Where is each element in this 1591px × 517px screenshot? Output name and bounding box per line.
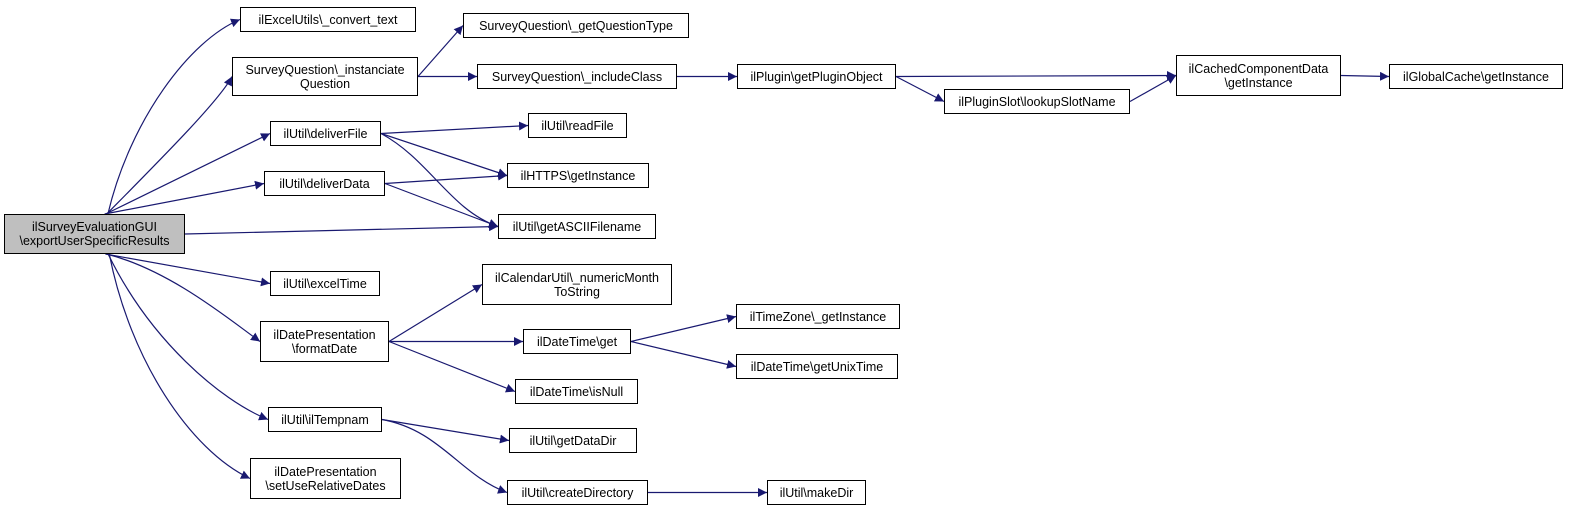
edge-formatdate-to-calutil: [388, 283, 483, 343]
node-deliverfile[interactable]: ilUtil\deliverFile: [270, 121, 381, 146]
node-exceltime[interactable]: ilUtil\excelTime: [270, 271, 380, 296]
edge-tempnam-to-createdir: [381, 418, 508, 494]
node-dt-get[interactable]: ilDateTime\get: [523, 329, 631, 354]
node-makedir[interactable]: ilUtil\makeDir: [767, 480, 866, 505]
edge-root-to-sq-instanciate: [106, 76, 233, 215]
edge-pluginslot-to-cached-getinst: [1129, 74, 1177, 103]
node-sq-instanciate[interactable]: SurveyQuestion\_instanciate Question: [232, 57, 418, 96]
edge-root-to-relative: [108, 253, 251, 480]
node-calutil[interactable]: ilCalendarUtil\_numericMonth ToString: [482, 264, 672, 305]
edge-root-to-deliverfile: [105, 132, 271, 215]
node-relative[interactable]: ilDatePresentation \setUseRelativeDates: [250, 458, 401, 499]
node-tempnam[interactable]: ilUtil\ilTempnam: [268, 407, 382, 432]
node-root[interactable]: ilSurveyEvaluationGUI \exportUserSpecifi…: [4, 214, 185, 254]
node-cached-getinst[interactable]: ilCachedComponentData \getInstance: [1176, 55, 1341, 96]
node-deliverdata[interactable]: ilUtil\deliverData: [264, 171, 385, 196]
edge-deliverdata-to-https: [384, 171, 508, 185]
node-asciifn[interactable]: ilUtil\getASCIIFilename: [498, 214, 656, 239]
node-sq-include[interactable]: SurveyQuestion\_includeClass: [477, 64, 677, 89]
edge-deliverfile-to-asciifn: [380, 132, 499, 228]
edge-root-to-tempnam: [107, 253, 269, 421]
edge-root-to-deliverdata: [104, 180, 265, 215]
node-sq-gettype[interactable]: SurveyQuestion\_getQuestionType: [463, 13, 689, 38]
edge-deliverfile-to-https: [380, 132, 508, 177]
edge-plugin-getobj-to-pluginslot: [895, 75, 945, 103]
node-pluginslot[interactable]: ilPluginSlot\lookupSlotName: [944, 89, 1130, 114]
edge-cached-getinst-to-globalcache: [1340, 71, 1390, 81]
edge-formatdate-to-isnull: [388, 340, 516, 393]
node-formatdate[interactable]: ilDatePresentation \formatDate: [260, 321, 389, 362]
node-plugin-getobj[interactable]: ilPlugin\getPluginObject: [737, 64, 896, 89]
node-unixtime[interactable]: ilDateTime\getUnixTime: [736, 354, 898, 379]
node-tz[interactable]: ilTimeZone\_getInstance: [736, 304, 900, 329]
edge-plugin-getobj-to-cached-getinst: [895, 71, 1177, 81]
node-isnull[interactable]: ilDateTime\isNull: [515, 379, 638, 404]
edge-dt-get-to-tz: [630, 314, 737, 343]
edge-root-to-excel-convert: [107, 18, 241, 215]
node-datadir[interactable]: ilUtil\getDataDir: [509, 428, 637, 453]
node-readfile[interactable]: ilUtil\readFile: [528, 113, 627, 138]
node-excel-convert[interactable]: ilExcelUtils\_convert_text: [240, 7, 416, 32]
node-globalcache[interactable]: ilGlobalCache\getInstance: [1389, 64, 1563, 89]
edge-tempnam-to-datadir: [381, 418, 510, 444]
edge-root-to-formatdate: [106, 253, 261, 342]
edge-deliverdata-to-asciifn: [384, 182, 499, 228]
node-https[interactable]: ilHTTPS\getInstance: [507, 163, 649, 188]
edge-root-to-exceltime: [105, 253, 271, 287]
node-createdir[interactable]: ilUtil\createDirectory: [507, 480, 648, 505]
edge-sq-instanciate-to-sq-gettype: [417, 25, 464, 77]
edge-deliverfile-to-readfile: [380, 121, 529, 135]
edge-root-to-asciifn: [184, 222, 499, 235]
edge-dt-get-to-unixtime: [630, 340, 737, 369]
